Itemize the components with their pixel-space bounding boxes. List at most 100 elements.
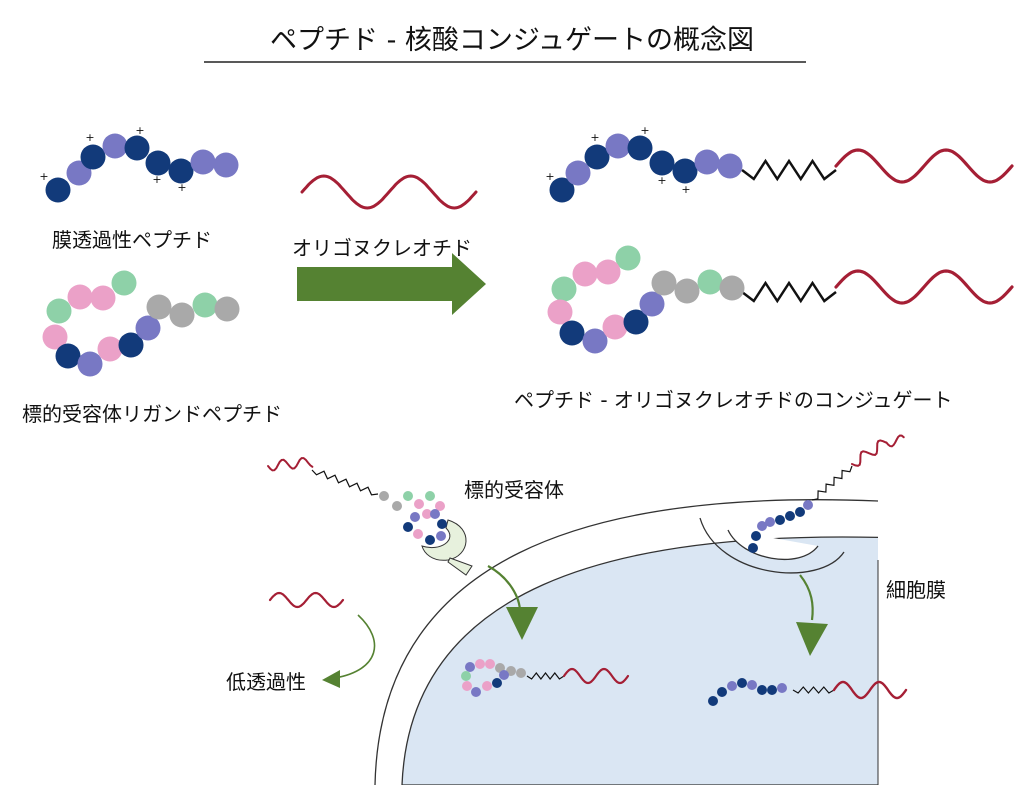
endocytic-pit-outer bbox=[727, 529, 819, 560]
in-ligand-linker bbox=[526, 672, 565, 680]
ligand-bead bbox=[42, 324, 68, 350]
internalized-ligand-conjugate bbox=[461, 659, 630, 697]
ligand-conj-bead bbox=[615, 245, 641, 271]
oligonucleotide bbox=[300, 174, 478, 210]
bound-ligand-bead bbox=[425, 491, 435, 501]
bound-linker bbox=[311, 469, 379, 496]
endocytic-pit bbox=[699, 517, 845, 574]
cpp-conj-bead bbox=[627, 135, 653, 161]
positive-charge: + bbox=[135, 124, 144, 137]
ligand-conj-bead bbox=[551, 276, 577, 302]
ligand-conj-bead bbox=[547, 299, 573, 325]
positive-charge: + bbox=[85, 131, 94, 144]
in-cpp-bead bbox=[708, 696, 718, 706]
pit-oligo-ribbon bbox=[851, 434, 905, 467]
in-ligand-bead bbox=[485, 659, 495, 669]
ligand-bead bbox=[97, 336, 123, 362]
cpp-conj-bead bbox=[649, 150, 675, 176]
bound-ligand-bead bbox=[437, 519, 447, 529]
ligand-conj-bead bbox=[639, 291, 665, 317]
ligand-bead bbox=[46, 298, 72, 324]
conjugation-arrow bbox=[297, 253, 486, 315]
ligand-bead bbox=[118, 332, 144, 358]
ligand-conj-bead bbox=[674, 278, 700, 304]
low-permeability-arrow bbox=[334, 614, 376, 679]
cpp-conj-bead bbox=[717, 153, 743, 179]
bound-ligand-bead bbox=[410, 512, 420, 522]
ligand-conj-bead bbox=[572, 261, 598, 287]
pit-cpp-bead bbox=[751, 531, 761, 541]
bound-ligand-bead bbox=[414, 499, 424, 509]
ligand-conj-bead bbox=[602, 314, 628, 340]
label-oligonucleotide: オリゴヌクレオチド bbox=[292, 236, 472, 260]
membrane-permeable-peptide: +++++ bbox=[39, 124, 239, 203]
label-conjugate: ペプチド - オリゴヌクレオチドのコンジュゲート bbox=[514, 388, 953, 412]
cpp-bead bbox=[213, 152, 239, 178]
ligand-bead bbox=[77, 351, 103, 377]
ligand-conj-bead bbox=[559, 320, 585, 346]
label-target-receptor-ligand-peptide: 標的受容体リガンドペプチド bbox=[22, 402, 282, 426]
cell bbox=[374, 499, 878, 785]
internalized-cpp-conjugate bbox=[708, 678, 908, 706]
pit-cpp-bead bbox=[765, 517, 775, 527]
bound-ligand-bead bbox=[403, 491, 413, 501]
bound-ligand-bead bbox=[425, 535, 435, 545]
in-cpp-bead bbox=[737, 678, 747, 688]
bound-ligand-bead bbox=[392, 501, 402, 511]
pit-cpp-bead bbox=[775, 515, 785, 525]
in-cpp-linker bbox=[792, 686, 835, 694]
in-ligand-bead bbox=[516, 668, 526, 678]
ligand-conjugate-ribbon bbox=[834, 269, 1014, 305]
cpp-bead bbox=[168, 158, 194, 184]
bound-ligand-bead bbox=[379, 491, 389, 501]
receptor-cup bbox=[421, 519, 467, 561]
in-cpp-bead bbox=[777, 683, 787, 693]
positive-charge: + bbox=[640, 124, 649, 137]
pit-cpp-bead bbox=[803, 500, 813, 510]
label-cell-membrane: 細胞膜 bbox=[886, 578, 946, 602]
endocytosis-uptake-arrow bbox=[799, 574, 814, 621]
ligand-bead bbox=[111, 270, 137, 296]
in-ligand-bead bbox=[462, 681, 472, 691]
cpp-bead bbox=[190, 149, 216, 175]
free-oligo-ribbon bbox=[268, 591, 345, 609]
in-ligand-bead bbox=[471, 687, 481, 697]
cpp-bead bbox=[45, 177, 71, 203]
positive-charge: + bbox=[39, 170, 48, 183]
conjugate-ribbon bbox=[834, 148, 1014, 184]
in-cpp-bead bbox=[727, 681, 737, 691]
in-cpp-bead bbox=[747, 680, 757, 690]
label-membrane-permeable-peptide: 膜透過性ペプチド bbox=[52, 228, 212, 252]
in-cpp-bead bbox=[717, 687, 727, 697]
label-low-permeability: 低透過性 bbox=[226, 670, 306, 694]
bound-ligand-bead bbox=[436, 531, 446, 541]
receptor-uptake-arrowhead bbox=[506, 607, 538, 640]
bound-ligand-bead bbox=[403, 522, 413, 532]
cpp-conj-bead bbox=[605, 133, 631, 159]
ligand-conj-bead bbox=[697, 269, 723, 295]
positive-charge: + bbox=[545, 170, 554, 183]
oligonucleotide-ribbon bbox=[300, 174, 478, 210]
positive-charge: + bbox=[177, 181, 186, 194]
free-oligonucleotide bbox=[268, 591, 345, 609]
ligand-conj-bead bbox=[595, 259, 621, 285]
ligand-bead bbox=[90, 285, 116, 311]
label-target-receptor: 標的受容体 bbox=[464, 478, 564, 502]
page-title: ペプチド - 核酸コンジュゲートの概念図 bbox=[269, 25, 755, 56]
ligand-bead bbox=[169, 302, 195, 328]
in-ligand-bead bbox=[475, 659, 485, 669]
endocytosis-uptake-arrowhead bbox=[796, 622, 828, 656]
ligand-conj-bead bbox=[582, 328, 608, 354]
cpp-bead bbox=[102, 133, 128, 159]
cpp-conj-bead bbox=[672, 158, 698, 184]
in-ligand-bead bbox=[492, 678, 502, 688]
cytoplasm bbox=[401, 536, 878, 785]
pit-cpp-bead bbox=[795, 507, 805, 517]
pit-linker bbox=[811, 465, 853, 501]
in-cpp-bead bbox=[767, 685, 777, 695]
low-permeability-arrowhead bbox=[322, 670, 340, 688]
bound-oligo-ribbon bbox=[267, 457, 314, 472]
ligand-conj-bead bbox=[651, 270, 677, 296]
